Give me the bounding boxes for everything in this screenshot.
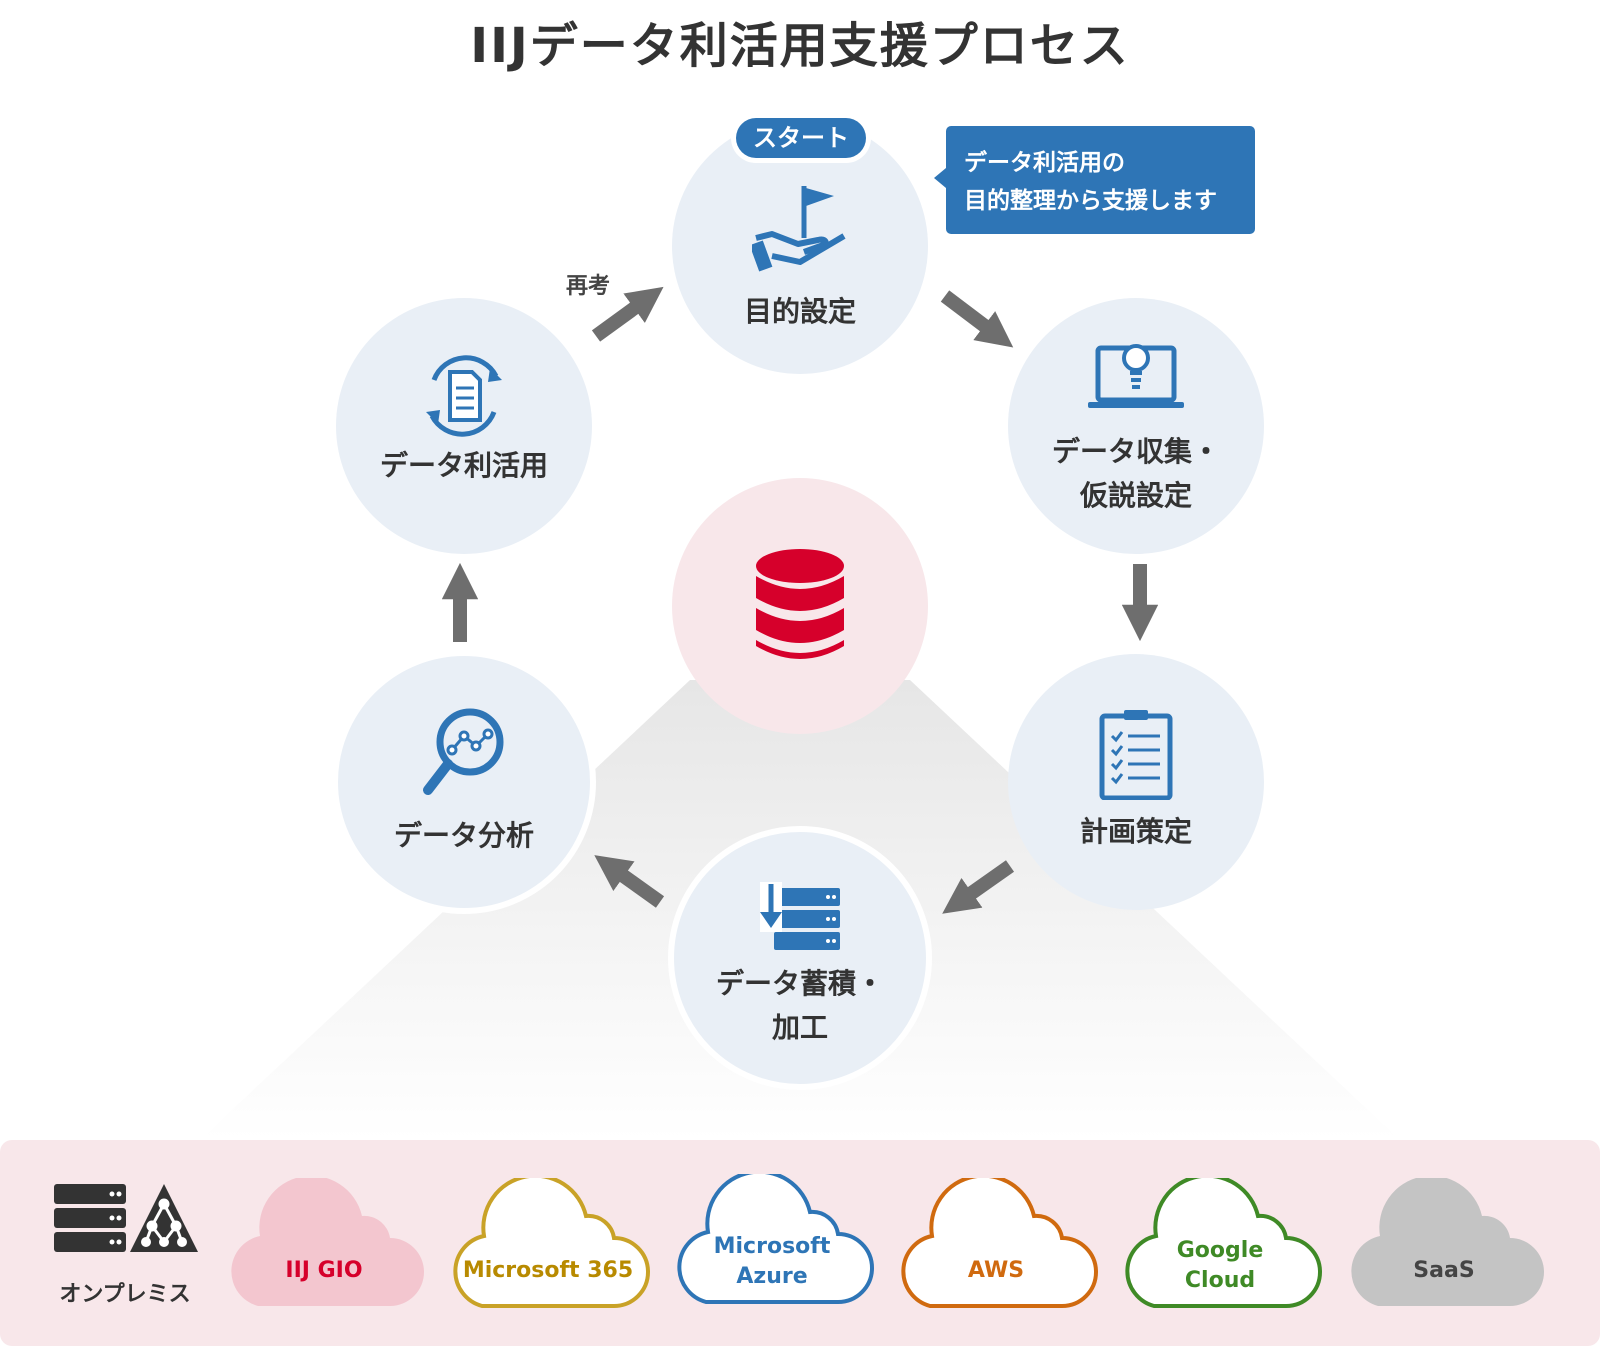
server-download-icon bbox=[760, 882, 840, 950]
step-label: データ分析 bbox=[393, 819, 534, 852]
cloud-microsoft-365: Microsoft 365 bbox=[442, 1178, 654, 1318]
step-label: 計画策定 bbox=[1079, 815, 1192, 848]
cloud-icon bbox=[677, 1174, 874, 1304]
cloud-label: Microsoft bbox=[713, 1234, 831, 1259]
arrow-store-to-analyze bbox=[594, 855, 665, 908]
step-data-utilization: データ利活用 bbox=[336, 298, 592, 554]
cloud-google-cloud: Google Cloud bbox=[1114, 1178, 1326, 1318]
onprem-label: オンプレミス bbox=[59, 1282, 191, 1307]
cloud-label: Azure bbox=[736, 1264, 808, 1289]
cloud-label: IIJ GIO bbox=[285, 1258, 363, 1283]
cloud-label: Cloud bbox=[1184, 1268, 1256, 1293]
callout-line-2: 目的整理から支援します bbox=[964, 188, 1217, 214]
step-label: データ収集・ bbox=[1051, 435, 1220, 468]
center-database-node bbox=[672, 478, 928, 734]
arrow-goal-to-collect bbox=[940, 290, 1014, 348]
cloud-icon bbox=[1351, 1178, 1544, 1306]
cloud-icon bbox=[901, 1178, 1098, 1308]
step-label: 加工 bbox=[771, 1011, 828, 1044]
database-icon bbox=[756, 549, 844, 659]
hand-flag-icon bbox=[752, 186, 846, 272]
cloud-label: Google bbox=[1176, 1238, 1264, 1263]
cloud-aws: AWS bbox=[890, 1178, 1102, 1318]
cloud-microsoft-azure: Microsoft Azure bbox=[666, 1174, 878, 1314]
document-cycle-icon bbox=[426, 355, 502, 437]
arrow-utilize-to-goal bbox=[591, 286, 664, 342]
rethink-label: 再考 bbox=[566, 274, 611, 299]
step-label: 仮説設定 bbox=[1079, 479, 1192, 512]
cloud-icon bbox=[453, 1178, 650, 1308]
cloud-iij-gio: IIJ GIO bbox=[218, 1178, 430, 1318]
step-goal-setting: 目的設定 bbox=[672, 118, 928, 374]
cloud-label: SaaS bbox=[1413, 1258, 1475, 1283]
laptop-lightbulb-icon bbox=[1088, 344, 1184, 408]
magnifier-analysis-icon bbox=[423, 708, 504, 795]
step-label: データ蓄積・ bbox=[715, 967, 884, 1000]
cloud-icon bbox=[231, 1178, 424, 1306]
step-data-analysis: データ分析 bbox=[332, 650, 596, 914]
arrow-plan-to-store bbox=[942, 860, 1015, 914]
step-planning: 計画策定 bbox=[1008, 654, 1264, 910]
cloud-label: Microsoft 365 bbox=[462, 1258, 634, 1283]
callout-line-1: データ利活用の bbox=[964, 150, 1125, 176]
server-network-icon bbox=[54, 1184, 198, 1252]
step-label: データ利活用 bbox=[379, 449, 548, 482]
cloud-saas: SaaS bbox=[1338, 1178, 1550, 1318]
step-data-storage: データ蓄積・ 加工 bbox=[668, 826, 932, 1090]
support-callout: データ利活用の 目的整理から支援します bbox=[934, 126, 1255, 234]
cloud-icon bbox=[1125, 1178, 1322, 1308]
step-data-collection: データ収集・ 仮説設定 bbox=[1008, 298, 1264, 554]
step-label: 目的設定 bbox=[743, 295, 856, 328]
start-badge: スタート bbox=[736, 118, 866, 158]
page-title: IIJデータ利活用支援プロセス bbox=[470, 18, 1130, 74]
clipboard-checklist-icon bbox=[1099, 710, 1173, 800]
cloud-label: AWS bbox=[967, 1258, 1025, 1283]
